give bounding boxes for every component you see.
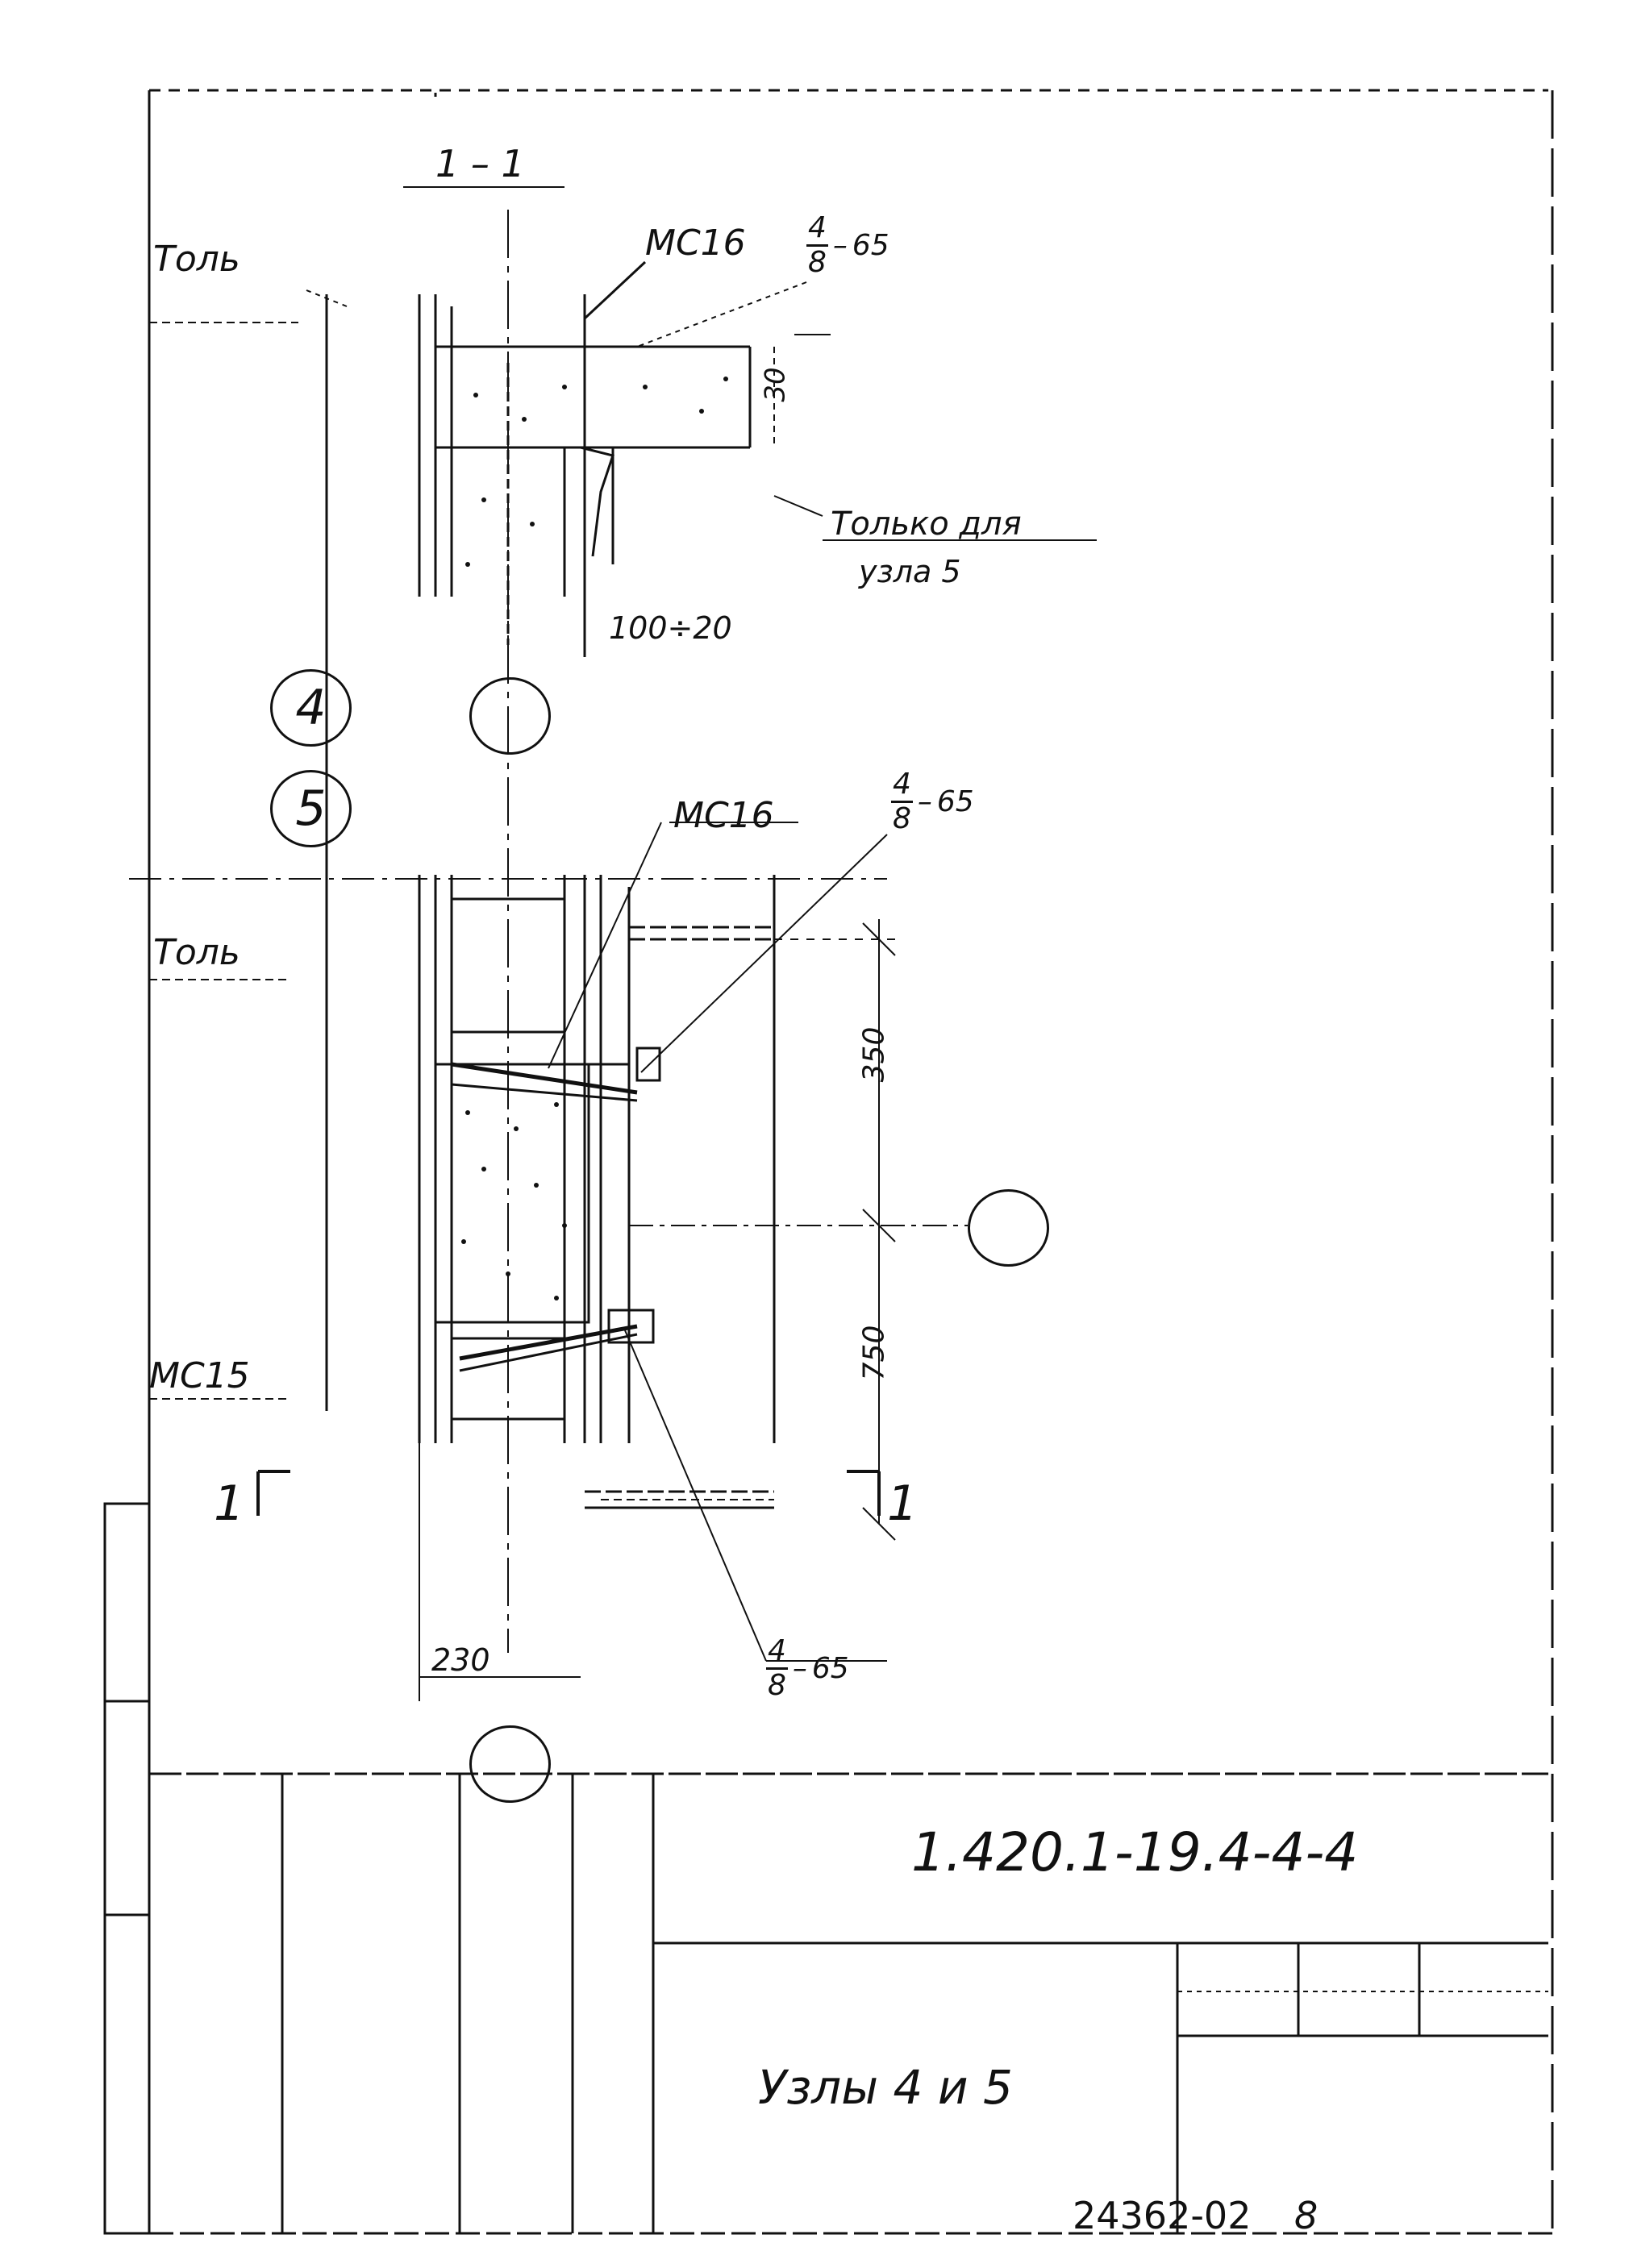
- cut-mark-right: 1: [887, 1475, 919, 1532]
- axis-bubble-bottom: [469, 1725, 551, 1803]
- label-mc16-top: МС16: [645, 223, 746, 264]
- drawing-title: Узлы 4 и 5: [758, 2060, 1013, 2115]
- node-4-marker: 4: [270, 669, 352, 747]
- dim-100-20: 100÷20: [609, 610, 732, 646]
- dim-750: 750: [857, 1325, 891, 1381]
- sheet-number: 8: [1294, 2194, 1318, 2237]
- axis-bubble-right: [968, 1189, 1049, 1267]
- node-5-marker: 5: [270, 770, 352, 847]
- dim-350: 350: [857, 1026, 891, 1083]
- note-only-for-line1: Только для: [831, 506, 1022, 543]
- concrete-block: [434, 1063, 590, 1324]
- section-label: 1 – 1: [435, 142, 525, 185]
- label-mc15: МС15: [149, 1355, 250, 1396]
- dim-30: 30: [759, 367, 792, 402]
- dim-230: 230: [431, 1642, 490, 1678]
- label-mc16-mid: МС16: [673, 795, 774, 836]
- label-tol-mid: Толь: [153, 932, 240, 973]
- axis-bubble-top: [469, 677, 551, 755]
- label-tol-top: Толь: [153, 239, 240, 280]
- note-only-for-line2: узла 5: [859, 554, 961, 589]
- doc-code: 1.420.1-19.4-4-4: [911, 1821, 1359, 1883]
- inventory-number: 24362-02: [1073, 2194, 1252, 2237]
- cut-mark-left: 1: [214, 1475, 245, 1532]
- margin-strip: [103, 1502, 151, 2235]
